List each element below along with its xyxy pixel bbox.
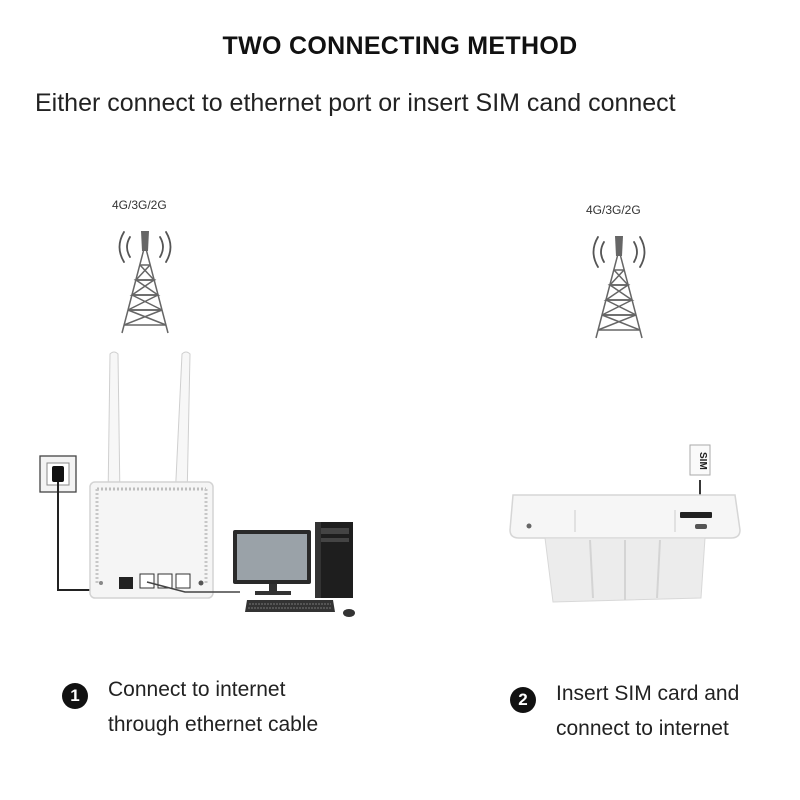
- router-body: [89, 481, 240, 599]
- method-step-1: 1 Connect to internet through ethernet c…: [62, 672, 318, 742]
- router-side-view: [509, 494, 741, 603]
- sim-card: SIM: [689, 444, 711, 476]
- router-sim-insert-illustration: SIM: [509, 444, 741, 603]
- cell-tower-icon: [592, 236, 646, 339]
- pc-tower: [315, 522, 353, 598]
- step-description: Connect to internet through ethernet cab…: [108, 672, 318, 742]
- step-number-badge: 1: [62, 683, 88, 709]
- page-subtitle: Either connect to ethernet port or inser…: [35, 89, 676, 117]
- step-number-badge: 2: [510, 687, 536, 713]
- wall-outlet: [39, 455, 130, 591]
- desktop-monitor: [233, 530, 311, 595]
- page-title: TWO CONNECTING METHOD: [222, 32, 578, 60]
- keyboard-and-mouse: [245, 600, 355, 617]
- step-text-line: Connect to internet: [108, 678, 286, 701]
- step-text-line: through ethernet cable: [108, 713, 319, 736]
- step-text-line: Insert SIM card and: [556, 682, 740, 705]
- method-step-2: 2 Insert SIM card and connect to interne…: [510, 676, 739, 746]
- network-band-label-1: 4G/3G/2G: [112, 198, 167, 212]
- router-ethernet-setup-illustration: [39, 351, 355, 617]
- step-text-line: connect to internet: [556, 717, 729, 740]
- step-description: Insert SIM card and connect to internet: [556, 676, 739, 746]
- network-band-label-2: 4G/3G/2G: [586, 203, 641, 217]
- cell-tower-icon: [118, 231, 172, 334]
- sim-card-label: SIM: [697, 452, 708, 470]
- router-antennas: [107, 351, 191, 501]
